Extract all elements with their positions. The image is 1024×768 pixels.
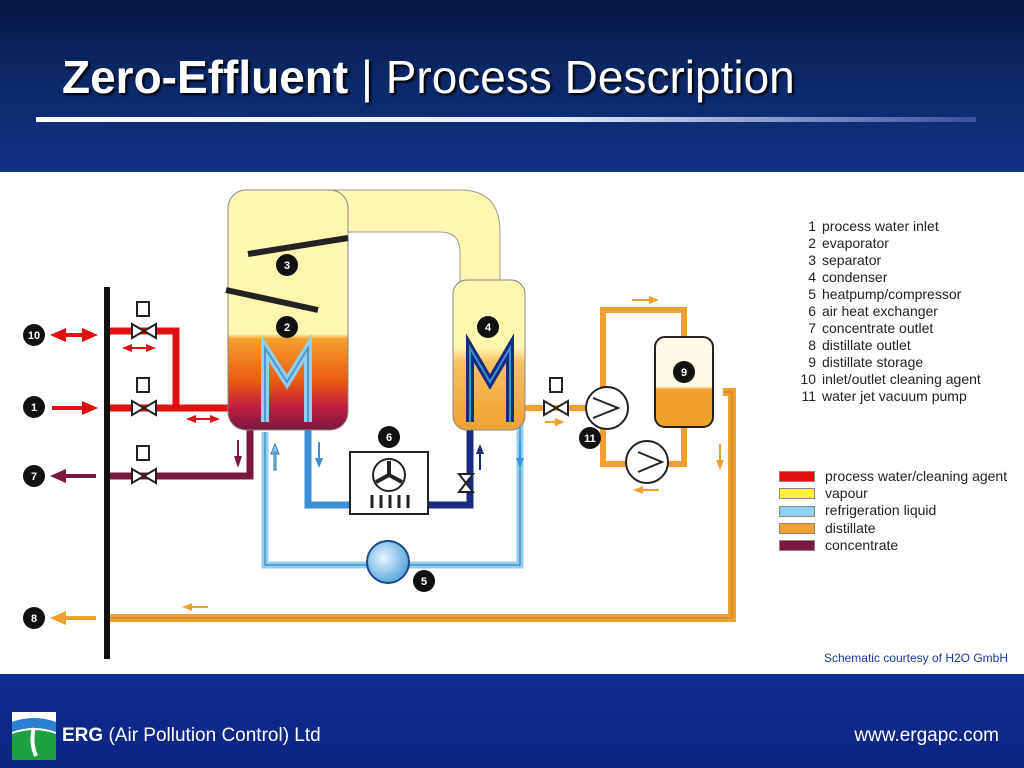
legend-number: 1 <box>808 218 816 234</box>
courtesy-note: Schematic courtesy of H2O GmbH <box>823 651 1008 665</box>
condenser-vessel <box>452 279 526 431</box>
slide-header <box>0 0 1024 172</box>
legend-label: distillate storage <box>822 354 924 370</box>
color-legend-item: vapour <box>779 485 1007 502</box>
legend-item: 11 water jet vacuum pump <box>790 388 981 405</box>
distillate-pump <box>625 440 669 484</box>
legend-item: 10 inlet/outlet cleaning agent <box>790 371 981 388</box>
color-swatch <box>779 488 815 500</box>
component-legend: 1 process water inlet 2 evaporator 3 separato… <box>790 218 981 405</box>
color-legend-item: distillate <box>779 520 1007 537</box>
legend-label: distillate outlet <box>822 337 911 353</box>
legend-item: 2 evaporator <box>790 235 981 252</box>
marker-11: 11 <box>584 433 596 445</box>
legend-item: 9 distillate storage <box>790 354 981 371</box>
color-swatch <box>779 471 815 483</box>
title-rest: | Process Description <box>348 51 795 103</box>
legend-item: 7 concentrate outlet <box>790 320 981 337</box>
color-swatch <box>779 505 815 517</box>
color-legend-label: refrigeration liquid <box>825 502 937 519</box>
color-legend-label: distillate <box>825 519 876 536</box>
legend-number: 2 <box>808 235 816 251</box>
marker-4: 4 <box>485 322 492 334</box>
legend-label: evaporator <box>822 235 889 251</box>
legend-label: concentrate outlet <box>822 320 934 336</box>
manifold-bar <box>104 287 110 659</box>
legend-label: water jet vacuum pump <box>822 388 967 404</box>
company-bold: ERG <box>62 725 104 746</box>
color-legend-item: concentrate <box>779 537 1007 554</box>
legend-number: 10 <box>800 371 816 387</box>
title-underline <box>36 117 976 122</box>
marker-3: 3 <box>284 260 290 272</box>
marker-2: 2 <box>284 322 290 334</box>
legend-label: air heat exchanger <box>822 303 938 319</box>
marker-9: 9 <box>681 367 687 379</box>
marker-6: 6 <box>386 432 392 444</box>
legend-number: 6 <box>808 303 816 319</box>
color-legend-item: process water/cleaning agent <box>779 468 1007 485</box>
company-name: ERG (Air Pollution Control) Ltd <box>62 725 321 747</box>
title-bold: Zero-Effluent <box>62 51 349 103</box>
legend-number: 7 <box>808 320 816 336</box>
legend-label: condenser <box>822 269 888 285</box>
legend-label: inlet/outlet cleaning agent <box>822 371 981 387</box>
evaporator-vessel <box>227 189 349 431</box>
legend-number: 4 <box>808 269 816 285</box>
legend-item: 3 separator <box>790 252 981 269</box>
marker-5: 5 <box>421 576 427 588</box>
color-legend-label: vapour <box>825 485 868 502</box>
legend-label: separator <box>822 252 882 268</box>
website-link[interactable]: www.ergapc.com <box>854 725 999 746</box>
color-swatch <box>779 539 815 551</box>
marker-10: 10 <box>28 330 40 342</box>
compressor <box>366 540 410 584</box>
marker-7: 7 <box>31 471 37 483</box>
legend-number: 9 <box>808 354 816 370</box>
legend-number: 8 <box>808 337 816 353</box>
marker-1: 1 <box>31 402 37 414</box>
legend-item: 4 condenser <box>790 269 981 286</box>
vacuum-pump <box>585 386 629 430</box>
marker-8: 8 <box>31 613 37 625</box>
legend-label: heatpump/compressor <box>822 286 962 302</box>
legend-number: 5 <box>808 286 816 302</box>
erg-logo-icon <box>12 712 56 760</box>
color-swatch <box>779 522 815 534</box>
legend-item: 5 heatpump/compressor <box>790 286 981 303</box>
company-rest: (Air Pollution Control) Ltd <box>103 725 321 746</box>
legend-item: 8 distillate outlet <box>790 337 981 354</box>
distillate-line <box>110 388 736 622</box>
legend-item: 1 process water inlet <box>790 218 981 235</box>
slide-footer <box>0 674 1024 768</box>
process-schematic: 10 1 7 8 3 2 4 6 5 9 11 <box>23 189 736 659</box>
slide-title: Zero-Effluent | Process Description <box>62 50 795 104</box>
legend-number: 11 <box>801 388 816 404</box>
color-legend-item: refrigeration liquid <box>779 502 1007 519</box>
legend-number: 3 <box>808 252 816 268</box>
legend-item: 6 air heat exchanger <box>790 303 981 320</box>
legend-label: process water inlet <box>822 218 939 234</box>
color-legend-label: process water/cleaning agent <box>825 468 1008 484</box>
color-legend-label: concentrate <box>825 536 899 553</box>
